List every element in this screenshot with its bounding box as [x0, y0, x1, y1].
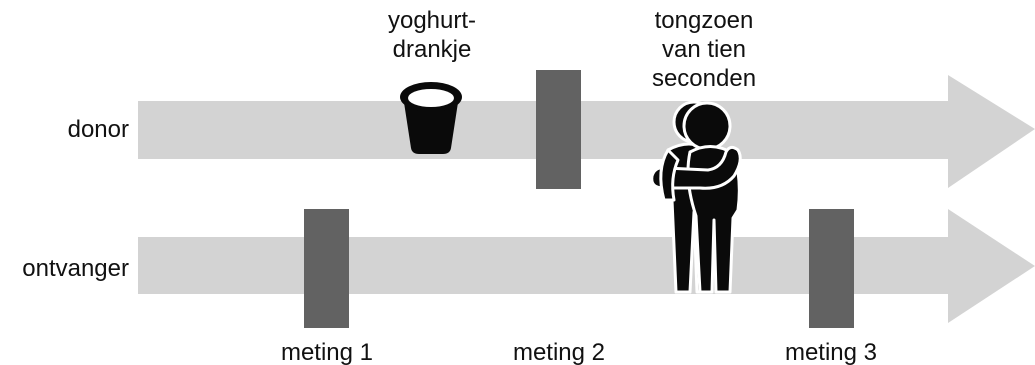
meting-1-label: meting 1	[280, 339, 374, 365]
cup-icon	[400, 82, 462, 154]
kiss-caption-line-2: van tien	[661, 36, 747, 63]
ontvanger-arrow	[138, 209, 1035, 323]
row-label-donor: donor	[67, 116, 129, 143]
hugging-people-icon	[650, 100, 742, 294]
meting-2-block	[536, 70, 581, 189]
meting-2-label: meting 2	[512, 339, 606, 365]
donor-arrow	[138, 75, 1035, 188]
kiss-caption: tongzoen van tien seconden	[652, 6, 756, 93]
row-label-ontvanger: ontvanger	[22, 255, 129, 282]
meting-1-block	[304, 209, 349, 328]
kiss-caption-line-1: tongzoen	[654, 7, 754, 34]
yoghurt-caption: yoghurt- drankje	[388, 6, 476, 64]
yoghurt-caption-line-2: drankje	[392, 36, 472, 63]
kiss-caption-line-3: seconden	[651, 65, 757, 92]
meting-3-label: meting 3	[784, 339, 878, 365]
meting-3-block	[809, 209, 854, 328]
yoghurt-caption-line-1: yoghurt-	[387, 7, 477, 34]
